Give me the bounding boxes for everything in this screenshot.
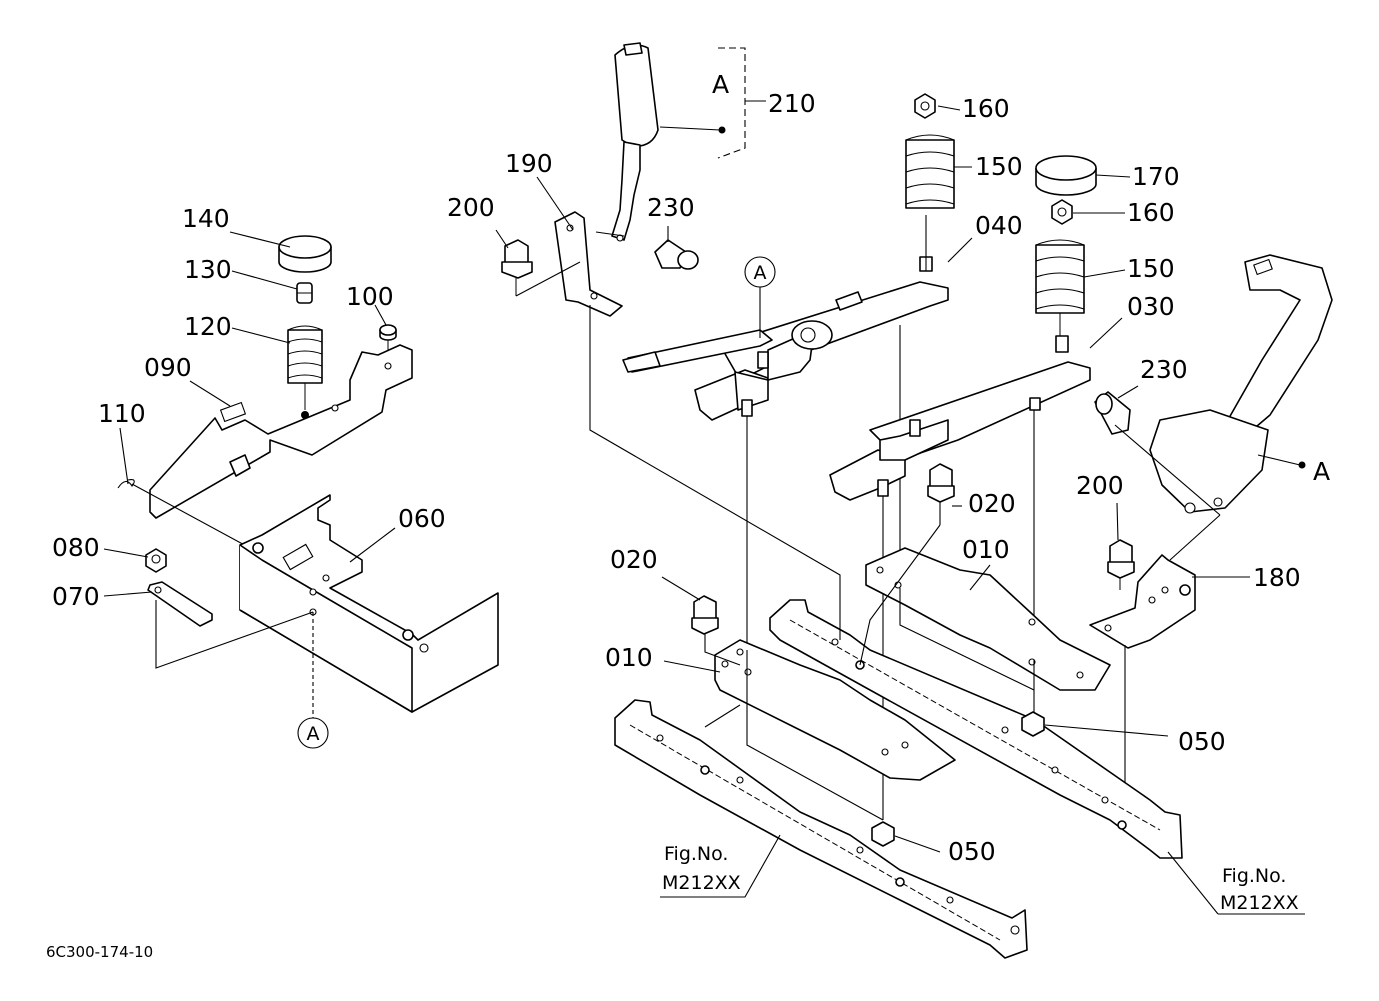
pin-110 xyxy=(117,479,135,489)
callout-200-right: 200 xyxy=(1076,471,1124,500)
svg-text:Fig.No.: Fig.No. xyxy=(1222,865,1286,887)
callout-130: 130 xyxy=(184,255,232,284)
callout-150-second: 150 xyxy=(1127,254,1175,283)
nut-050-upper xyxy=(1021,711,1045,737)
callout-110: 110 xyxy=(98,399,146,428)
callout-090: 090 xyxy=(144,353,192,382)
nut-130 xyxy=(296,282,313,304)
callout-060: 060 xyxy=(398,504,446,533)
bolt-020-right xyxy=(927,463,955,503)
cap-170 xyxy=(1035,155,1097,196)
svg-text:M212XX: M212XX xyxy=(662,872,741,894)
callout-070: 070 xyxy=(52,582,100,611)
ref-label-a-top: A xyxy=(712,70,729,99)
callout-190: 190 xyxy=(505,149,553,178)
leader-040-to-plate xyxy=(746,650,884,821)
callout-230-right: 230 xyxy=(1140,355,1188,384)
bolt-200-right xyxy=(1107,539,1135,590)
svg-text:Fig.No.: Fig.No. xyxy=(664,843,728,865)
leader-010b-axis xyxy=(859,524,941,666)
callout-180: 180 xyxy=(1253,563,1301,592)
bracket-190 xyxy=(554,211,623,317)
leader-belt-axis xyxy=(1114,424,1221,516)
leader-210-buckle xyxy=(659,126,721,131)
nut-160-top xyxy=(914,93,936,119)
leader-belt-a xyxy=(1257,454,1301,466)
connector-230-top xyxy=(654,239,699,270)
leader-200-axis xyxy=(515,261,581,297)
nut-160-second xyxy=(1051,199,1073,225)
leader-110-axis xyxy=(131,483,251,549)
ref-bracket-a xyxy=(717,47,746,159)
svg-text:A: A xyxy=(307,723,320,745)
bracket-180 xyxy=(1089,554,1196,649)
svg-text:M212XX: M212XX xyxy=(1220,892,1299,914)
callout-170: 170 xyxy=(1132,162,1180,191)
seat-rail-left xyxy=(614,699,1028,959)
leader-010-axis xyxy=(704,704,741,728)
belt-anchor-right xyxy=(1149,254,1333,514)
spring-150-top xyxy=(905,134,955,209)
callout-160-second: 160 xyxy=(1127,198,1175,227)
svg-text:A: A xyxy=(754,262,767,284)
callout-210: 210 xyxy=(768,89,816,118)
callout-labels: 210 190 200 230 160 150 170 160 040 150 … xyxy=(52,89,1301,866)
callout-200-top: 200 xyxy=(447,193,495,222)
bracket-090 xyxy=(149,344,413,519)
spring-120 xyxy=(287,325,323,410)
seat-rail-right xyxy=(769,599,1183,859)
callout-010-lower: 010 xyxy=(605,643,653,672)
fig-ref-right: Fig.No. M212XX xyxy=(1220,865,1299,914)
callout-160-top: 160 xyxy=(962,94,1010,123)
leader-070-bracket xyxy=(155,600,314,669)
rail-040 xyxy=(622,256,949,421)
plate-010-upper xyxy=(865,547,1111,691)
nut-080 xyxy=(145,548,167,573)
callout-020-right: 020 xyxy=(968,489,1016,518)
callout-050-upper: 050 xyxy=(1178,727,1226,756)
bolt-200-top xyxy=(501,239,533,296)
leader-fig-left xyxy=(660,834,781,898)
connector-230-right xyxy=(1094,391,1131,435)
leader-belt-axis2 xyxy=(1169,514,1221,561)
callout-120: 120 xyxy=(184,312,232,341)
callout-010-upper: 010 xyxy=(962,535,1010,564)
callout-leaders xyxy=(103,105,1250,853)
bracket-060 xyxy=(239,494,499,713)
callout-230-top: 230 xyxy=(647,193,695,222)
leader-fig-right xyxy=(1167,851,1305,915)
rail-030 xyxy=(829,335,1091,501)
plate-070 xyxy=(147,581,213,627)
callout-030: 030 xyxy=(1127,292,1175,321)
bolt-020-left xyxy=(691,595,719,635)
fig-ref-left: Fig.No. M212XX xyxy=(662,843,741,894)
callout-150-top: 150 xyxy=(975,152,1023,181)
callout-040: 040 xyxy=(975,211,1023,240)
ref-marker-a-center: A xyxy=(744,256,776,338)
buckle-210 xyxy=(611,42,659,242)
leader-190-axis xyxy=(589,305,841,640)
callout-080: 080 xyxy=(52,533,100,562)
callout-050-lower: 050 xyxy=(948,837,996,866)
ref-marker-a-left: A xyxy=(297,717,329,749)
leader-020a-axis xyxy=(704,634,741,666)
ref-label-a-right: A xyxy=(1313,457,1330,486)
spring-150-second xyxy=(1035,239,1085,336)
callout-140: 140 xyxy=(182,204,230,233)
callout-100: 100 xyxy=(346,282,394,311)
nut-050-lower xyxy=(871,821,895,847)
diagram-id: 6C300-174-10 xyxy=(46,943,153,961)
leader-900-axis xyxy=(899,588,1035,691)
callout-020-left: 020 xyxy=(610,545,658,574)
cap-140 xyxy=(278,235,332,273)
